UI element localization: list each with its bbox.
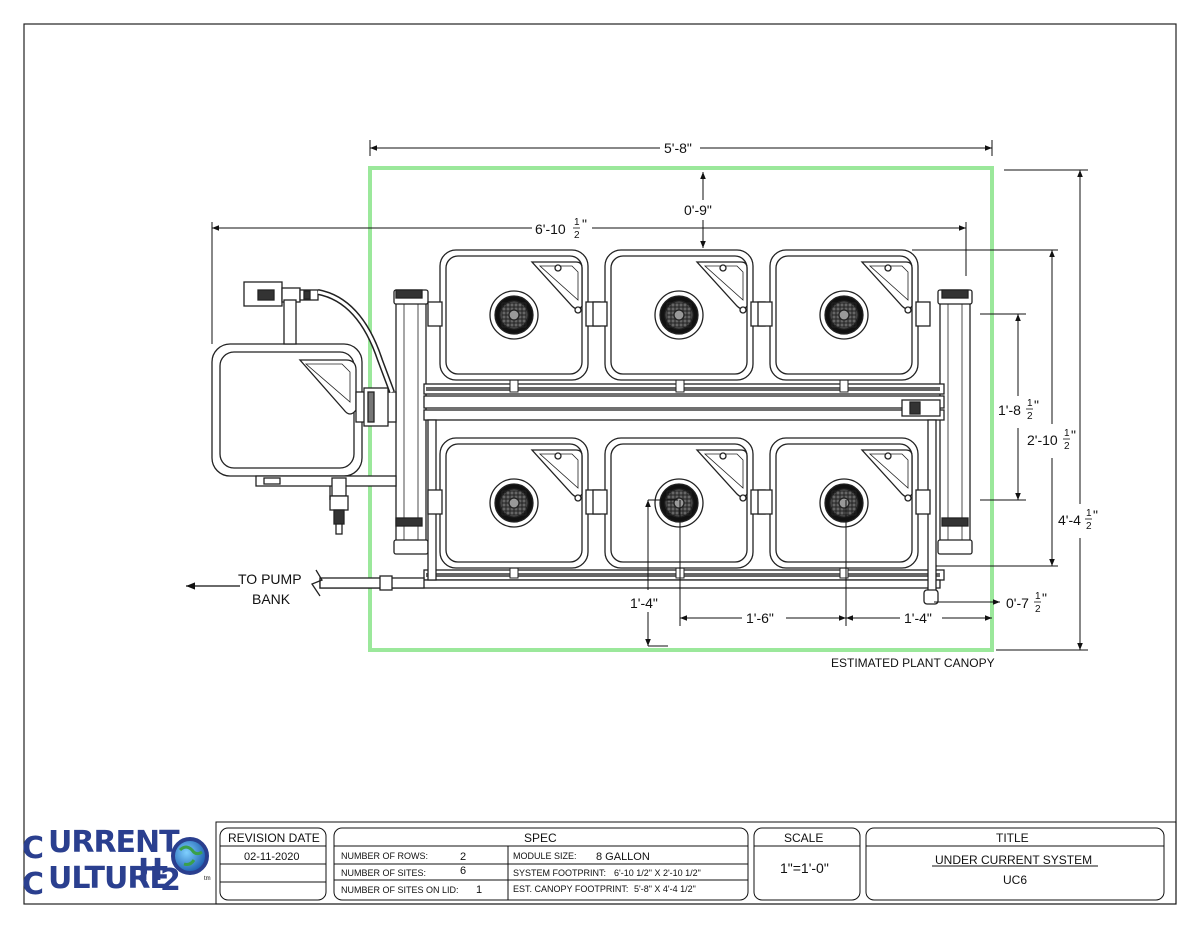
svg-text:4'-4: 4'-4 bbox=[1058, 512, 1081, 528]
to-pump-label-1: TO PUMP bbox=[238, 571, 302, 587]
scale-value: 1"=1'-0" bbox=[780, 860, 829, 876]
scale-header: SCALE bbox=[784, 831, 823, 845]
svg-text:2: 2 bbox=[160, 863, 180, 898]
net-pot-site bbox=[489, 478, 539, 528]
dim-site-offset-left: 1'-4" bbox=[630, 595, 658, 611]
model-value: UC6 bbox=[1003, 873, 1027, 887]
net-pot-site bbox=[654, 290, 704, 340]
sites-label: NUMBER OF SITES: bbox=[341, 868, 426, 878]
dim-bottom-clearance: 0'-7 1 2 " bbox=[1006, 590, 1047, 615]
sites-value: 6 bbox=[460, 865, 466, 877]
rows-label: NUMBER OF ROWS: bbox=[341, 851, 428, 861]
svg-text:1: 1 bbox=[574, 217, 580, 228]
svg-text:": " bbox=[1071, 427, 1076, 443]
svg-text:URRENT: URRENT bbox=[48, 825, 180, 860]
canopy-footprint-label: EST. CANOPY FOOTPRINT: bbox=[513, 884, 628, 894]
svg-text:tm: tm bbox=[204, 876, 211, 882]
module-value: 8 GALLON bbox=[596, 851, 650, 863]
dim-site-offset-right: 1'-4" bbox=[904, 610, 932, 626]
title-value: UNDER CURRENT SYSTEM bbox=[935, 853, 1092, 867]
svg-text:2: 2 bbox=[1064, 441, 1070, 452]
dim-overall-width: 5'-8" bbox=[664, 140, 692, 156]
net-pot-site bbox=[819, 478, 869, 528]
left-manifold bbox=[395, 301, 427, 543]
svg-text:C: C bbox=[22, 867, 43, 902]
modules-group bbox=[427, 249, 931, 569]
brand-logo: C URRENT C ULTURE H 2 tm bbox=[22, 825, 211, 902]
svg-text:2: 2 bbox=[1086, 521, 1092, 532]
to-pump-label-2: BANK bbox=[252, 591, 291, 607]
svg-text:2: 2 bbox=[1027, 411, 1033, 422]
net-pot-site bbox=[819, 290, 869, 340]
svg-text:2: 2 bbox=[1035, 604, 1041, 615]
svg-text:1'-8: 1'-8 bbox=[998, 402, 1021, 418]
svg-text:2'-10: 2'-10 bbox=[1027, 432, 1058, 448]
svg-text:H: H bbox=[138, 853, 162, 888]
grow-module bbox=[757, 437, 931, 569]
footprint-label: SYSTEM FOOTPRINT: bbox=[513, 868, 606, 878]
net-pot-site bbox=[654, 478, 704, 528]
revision-header: REVISION DATE bbox=[228, 831, 320, 845]
right-manifold bbox=[939, 301, 971, 543]
dim-top-clearance: 0'-9" bbox=[684, 202, 712, 218]
svg-text:6'-10: 6'-10 bbox=[535, 221, 566, 237]
svg-text:0'-7: 0'-7 bbox=[1006, 595, 1029, 611]
module-label: MODULE SIZE: bbox=[513, 851, 577, 861]
reservoir bbox=[211, 281, 397, 535]
svg-text:": " bbox=[1042, 590, 1047, 606]
center-valve bbox=[901, 399, 941, 417]
svg-text:": " bbox=[1093, 507, 1098, 523]
title-header: TITLE bbox=[996, 831, 1029, 845]
svg-text:1: 1 bbox=[1035, 591, 1041, 602]
pump-bank-line bbox=[311, 569, 425, 597]
grow-module bbox=[757, 249, 931, 381]
clamp bbox=[395, 289, 423, 299]
footprint-value: 6'-10 1/2" X 2'-10 1/2" bbox=[614, 868, 701, 878]
grow-module bbox=[592, 437, 766, 569]
dim-row-height: 1'-8 1 2 " bbox=[998, 397, 1039, 422]
svg-text:": " bbox=[582, 216, 587, 232]
system-body bbox=[319, 289, 973, 605]
title-block bbox=[215, 821, 1177, 905]
grow-module bbox=[427, 437, 601, 569]
globe-icon bbox=[171, 837, 209, 875]
rows-value: 2 bbox=[460, 851, 466, 863]
dim-site-spacing: 1'-6" bbox=[746, 610, 774, 626]
grow-module bbox=[592, 249, 766, 381]
dim-system-width: 6'-10 1 2 " bbox=[535, 216, 587, 241]
dimension-lines bbox=[211, 140, 1088, 651]
net-pot-site bbox=[489, 290, 539, 340]
svg-text:2: 2 bbox=[574, 230, 580, 241]
spec-header: SPEC bbox=[524, 831, 557, 845]
dim-canopy-depth: 4'-4 1 2 " bbox=[1058, 507, 1098, 532]
svg-text:1: 1 bbox=[1086, 508, 1092, 519]
revision-date: 02-11-2020 bbox=[244, 851, 299, 863]
svg-text:1: 1 bbox=[1027, 398, 1033, 409]
grow-module bbox=[427, 249, 601, 381]
lid-value: 1 bbox=[476, 884, 482, 896]
svg-text:1: 1 bbox=[1064, 428, 1070, 439]
sheet-border bbox=[23, 23, 1177, 905]
svg-text:ULTURE: ULTURE bbox=[48, 861, 169, 896]
svg-text:C: C bbox=[22, 831, 43, 866]
canopy-label: ESTIMATED PLANT CANOPY bbox=[831, 656, 995, 670]
svg-text:": " bbox=[1034, 397, 1039, 413]
canopy-footprint-value: 5'-8" X 4'-4 1/2" bbox=[634, 884, 696, 894]
dim-system-depth: 2'-10 1 2 " bbox=[1027, 427, 1076, 452]
lid-label: NUMBER OF SITES ON LID: bbox=[341, 885, 459, 895]
